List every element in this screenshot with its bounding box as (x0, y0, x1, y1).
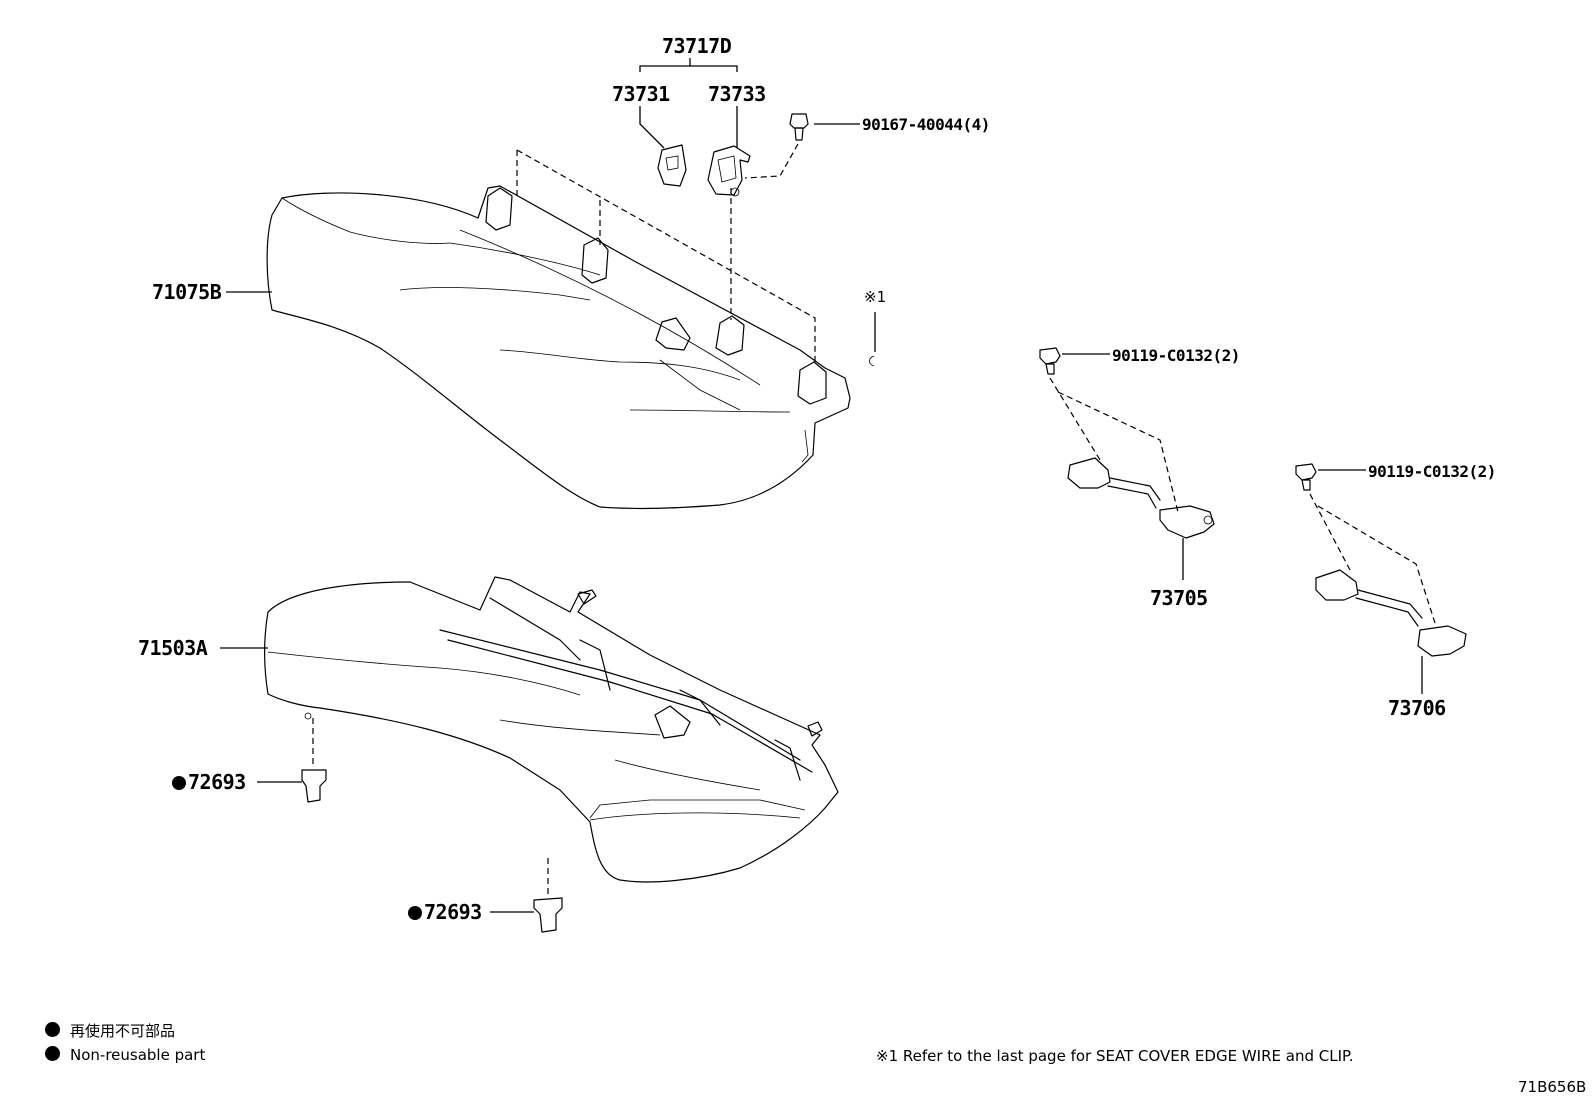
footnote: ※1 Refer to the last page for SEAT COVER… (876, 1047, 1354, 1065)
hook-73706-illustration (1295, 463, 1467, 657)
label-90167-40044: 90167-40044(4) (862, 115, 990, 134)
label-73731: 73731 (612, 82, 670, 106)
label-73705: 73705 (1150, 586, 1208, 610)
clip-72693-b-illustration (533, 897, 563, 933)
label-note-mark: ※1 (864, 288, 887, 306)
diagram-code: 71B656B (1518, 1078, 1587, 1096)
filled-circle-icon (45, 1022, 60, 1037)
filled-circle-icon (45, 1046, 60, 1061)
label-72693-b: 72693 (408, 900, 482, 924)
seat-back-illustration (266, 185, 851, 510)
filled-circle-icon (172, 776, 186, 790)
label-71503A: 71503A (138, 636, 208, 660)
headrest-support-illustration (657, 144, 751, 197)
label-73706: 73706 (1388, 696, 1446, 720)
label-73733: 73733 (708, 82, 766, 106)
legend-japanese: 再使用不可部品 (45, 1020, 175, 1041)
legend-english: Non-reusable part (45, 1046, 205, 1064)
label-73717D: 73717D (662, 34, 732, 58)
clip-72693-a-illustration (301, 769, 327, 803)
label-71075B: 71075B (152, 280, 222, 304)
seat-cushion-illustration (264, 576, 839, 883)
filled-circle-icon (408, 906, 422, 920)
label-72693-a: 72693 (172, 770, 246, 794)
label-90119-C0132-b: 90119-C0132(2) (1368, 462, 1496, 481)
label-90119-C0132-a: 90119-C0132(2) (1112, 346, 1240, 365)
bolt-90167-illustration (789, 113, 809, 141)
hook-73705-illustration (1039, 347, 1215, 539)
